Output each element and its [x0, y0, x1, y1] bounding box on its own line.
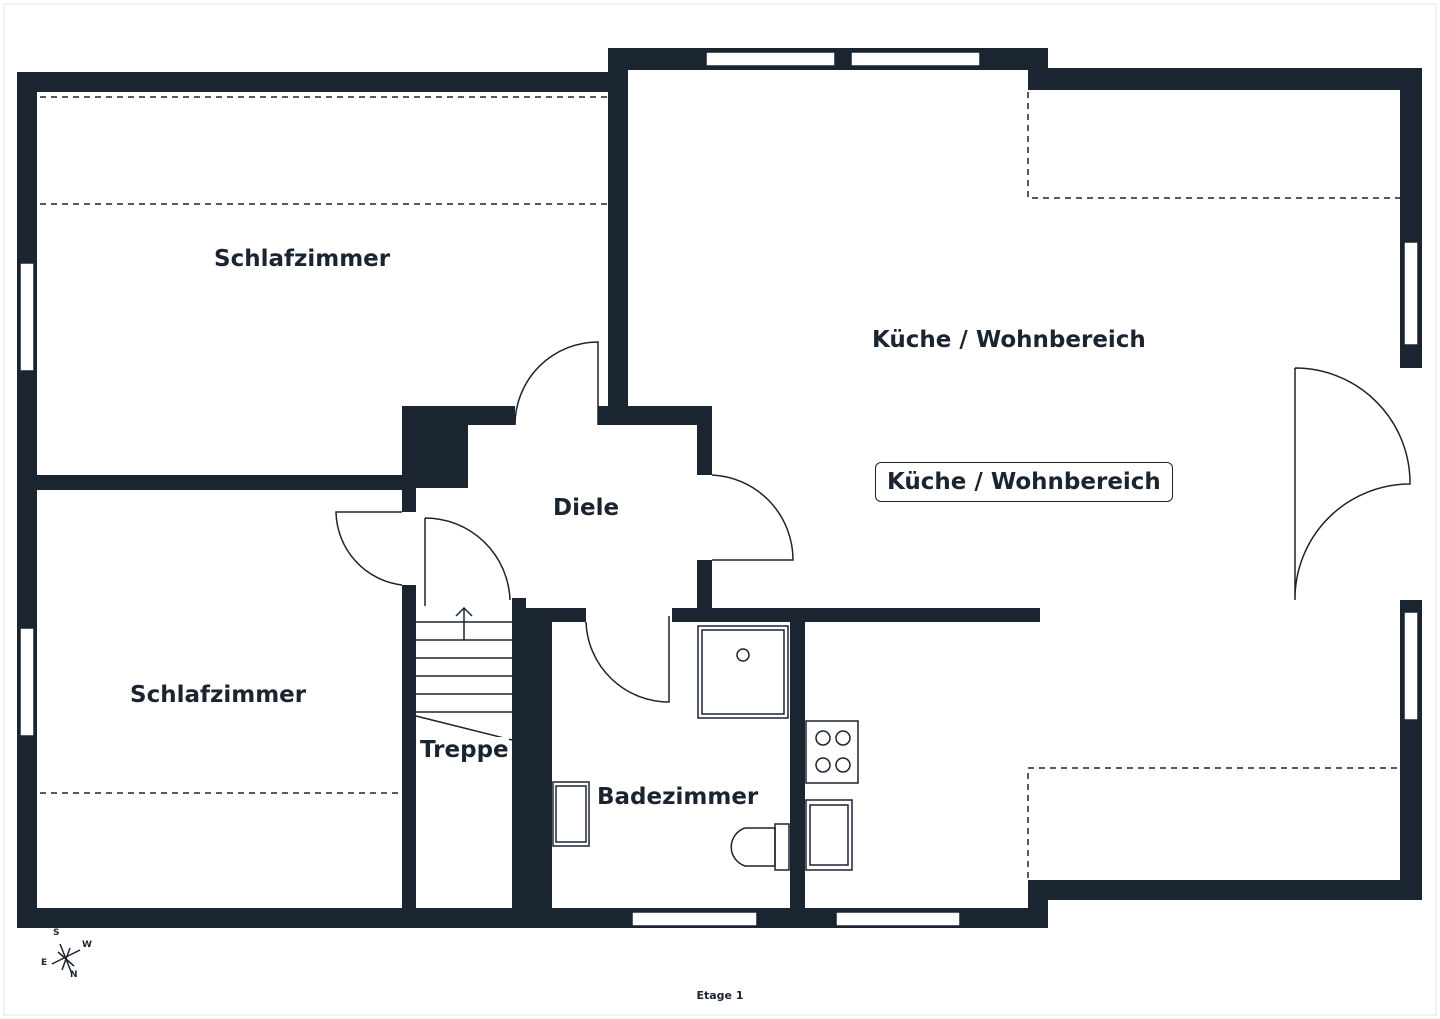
- windows: [19, 51, 1422, 927]
- compass-rose-icon: [51, 943, 81, 975]
- room-label-bathroom: Badezimmer: [597, 784, 759, 810]
- room-label-bedroom-bottom: Schlafzimmer: [130, 682, 307, 708]
- floor-label: Etage 1: [696, 989, 744, 1002]
- compass-s: S: [53, 928, 60, 938]
- compass-e: E: [41, 958, 48, 968]
- fixtures: [552, 625, 859, 871]
- room-label-hall: Diele: [553, 495, 620, 521]
- room-label-kitchen-living: Küche / Wohnbereich: [872, 327, 1146, 353]
- stairs: [415, 606, 513, 741]
- room-label-bedroom-top: Schlafzimmer: [214, 246, 391, 272]
- room-tag-kitchen-living: Küche / Wohnbereich: [875, 462, 1173, 502]
- compass-n: N: [70, 970, 78, 980]
- compass-w: W: [82, 940, 92, 950]
- room-label-stairs: Treppe: [420, 737, 509, 763]
- doors: [335, 341, 1411, 703]
- sloped-ceiling-lines: [40, 92, 1400, 878]
